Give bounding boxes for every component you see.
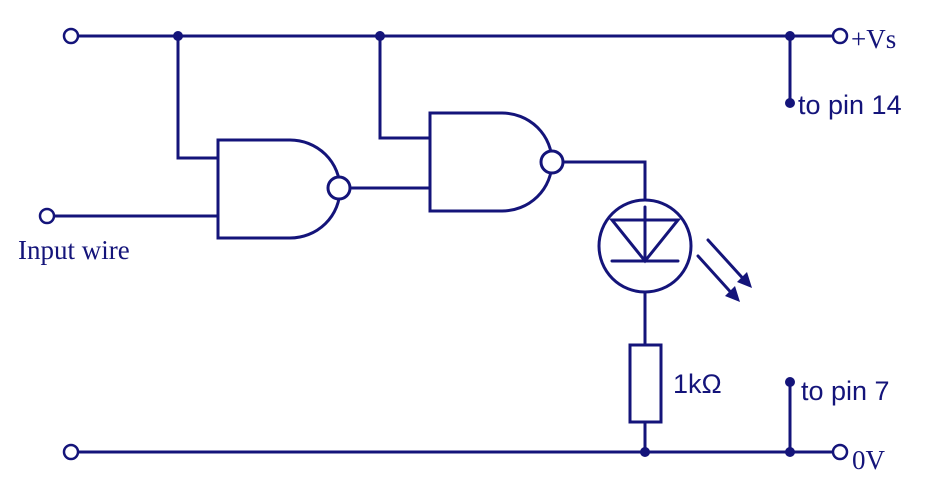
nand-gate-2 xyxy=(428,111,554,213)
junction-dot xyxy=(785,447,795,457)
nand-gate-1 xyxy=(216,138,342,240)
light-arrow xyxy=(706,238,750,286)
input-terminal xyxy=(38,207,56,225)
ground-terminal-left xyxy=(62,443,80,461)
ground-label: 0V xyxy=(852,445,886,475)
input-label: Input wire xyxy=(18,235,130,265)
pin14-dot xyxy=(785,98,795,108)
supply-terminal-left xyxy=(62,27,80,45)
nand-gate-2-bubble xyxy=(539,149,565,175)
gate2-output-wire xyxy=(561,160,647,209)
junction-dot xyxy=(640,447,650,457)
led-diode-triangle xyxy=(608,218,682,264)
arrow-head xyxy=(725,286,740,302)
gate1-input-a-wire xyxy=(176,34,220,160)
resistor xyxy=(628,343,663,424)
ground-terminal-right xyxy=(831,443,849,461)
supply-label: +Vs xyxy=(851,24,896,54)
pin14-label: to pin 14 xyxy=(798,90,902,120)
gate2-input-a-wire xyxy=(378,34,432,140)
arrow-head xyxy=(737,272,752,288)
light-emission-arrows xyxy=(696,238,752,302)
light-arrow xyxy=(696,254,738,300)
nand-gate-1-bubble xyxy=(326,175,352,201)
pin7-label: to pin 7 xyxy=(801,376,890,406)
resistor-label: 1kΩ xyxy=(673,369,722,399)
pin7-dot xyxy=(785,377,795,387)
supply-terminal-right xyxy=(831,27,849,45)
